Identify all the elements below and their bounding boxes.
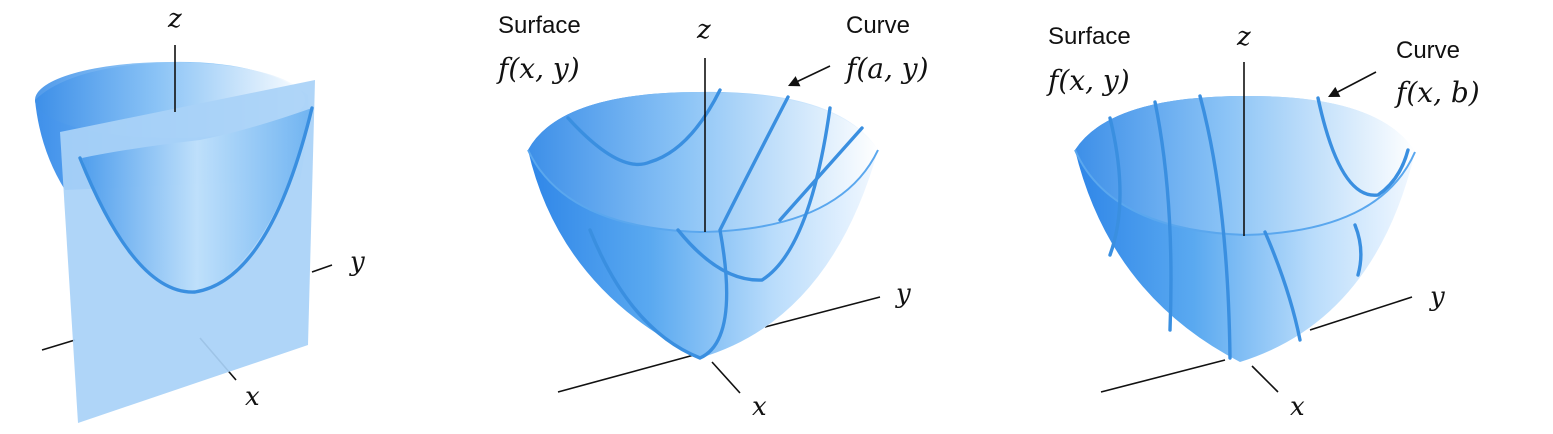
panel-2-x-axis-back (557, 351, 706, 393)
panel-1-x-label: x (245, 382, 260, 412)
panel-2-curve-word: Curve (846, 12, 910, 39)
panel-1-horizontal-axis-line (41, 339, 76, 351)
panel-1-slice-plane: z y x (35, 4, 365, 423)
panel-3-curve-4 (1263, 230, 1302, 342)
panel-1-y-axis-line (311, 264, 333, 273)
panel-2-curve-arrow (787, 65, 831, 87)
panel-2-surface-formula: f(x, y) (496, 52, 580, 85)
panel-3-rim (1074, 149, 1416, 237)
panel-2-curves-fixed-x: z y x Surface f(x, y) Curve f(a, y) (496, 12, 929, 422)
panel-1-z-label: z (167, 4, 182, 34)
panel-2-paraboloid-interior (528, 92, 878, 232)
panel-3-surface-formula: f(x, y) (1046, 64, 1130, 97)
panel-2-rim (527, 149, 879, 234)
panel-3-curves-fixed-y: z y x Surface f(x, y) Curve f(x, b) (1046, 22, 1480, 422)
panel-3-curve-2 (1153, 100, 1173, 332)
panel-1-y-label: y (349, 247, 365, 277)
panel-2-z-label: z (696, 15, 711, 45)
panel-2-y-label: y (895, 279, 911, 309)
panel-3-y-axis-line (1309, 296, 1413, 331)
panel-3-curve-1 (1108, 116, 1122, 257)
panel-3-y-label: y (1429, 282, 1445, 312)
panel-3-surface-word: Surface (1048, 23, 1131, 50)
panel-3-curve-arrow (1328, 71, 1377, 98)
panel-3-z-label: z (1236, 22, 1251, 52)
panel-3-x-axis-front (1251, 365, 1279, 393)
panel-2-curve-4 (778, 126, 864, 222)
panel-1-trace-curve (78, 106, 314, 294)
panel-3-x-label: x (1290, 392, 1305, 422)
panel-3-curve-word: Curve (1396, 37, 1460, 64)
panel-3-curve-6 (1353, 223, 1363, 277)
panel-3-curve-3 (1198, 94, 1232, 360)
panel-3-curve-formula: f(x, b) (1394, 76, 1480, 109)
panel-2-x-axis-front (711, 361, 741, 394)
panel-2-x-label: x (752, 392, 767, 422)
panel-2-surface-word: Surface (498, 12, 581, 39)
panel-2-y-axis-line (764, 296, 881, 328)
panel-3-x-axis-back (1100, 359, 1226, 393)
panel-3-curve-5 (1316, 96, 1410, 197)
panel-2-curve-2 (588, 95, 790, 360)
panel-1-bowl-cross-section (82, 108, 312, 292)
panel-2-curve-formula: f(a, y) (844, 52, 929, 85)
panel-2-curve-1 (566, 88, 722, 167)
